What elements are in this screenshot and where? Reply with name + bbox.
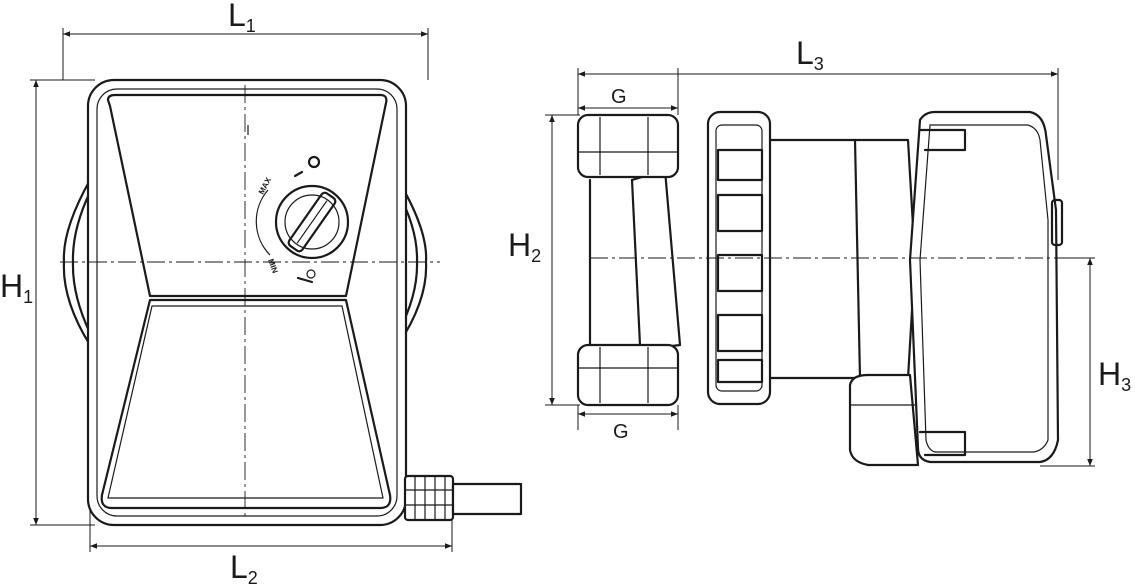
label-l2: L2 bbox=[230, 549, 258, 587]
label-l1: L1 bbox=[228, 0, 256, 36]
cable-gland bbox=[403, 474, 523, 522]
power-icon bbox=[306, 269, 316, 279]
label-g-bottom: G bbox=[613, 421, 629, 443]
label-l3: L3 bbox=[796, 35, 824, 74]
label-g-top: G bbox=[611, 86, 627, 108]
label-h2: H2 bbox=[508, 227, 541, 266]
side-view: L3 G G H2 H3 bbox=[508, 35, 1131, 467]
label-h1: H1 bbox=[0, 268, 33, 307]
indicator-light-icon bbox=[307, 155, 321, 169]
front-view: MAX MIN L1 L2 H1 bbox=[0, 0, 523, 587]
label-h3: H3 bbox=[1098, 356, 1131, 395]
